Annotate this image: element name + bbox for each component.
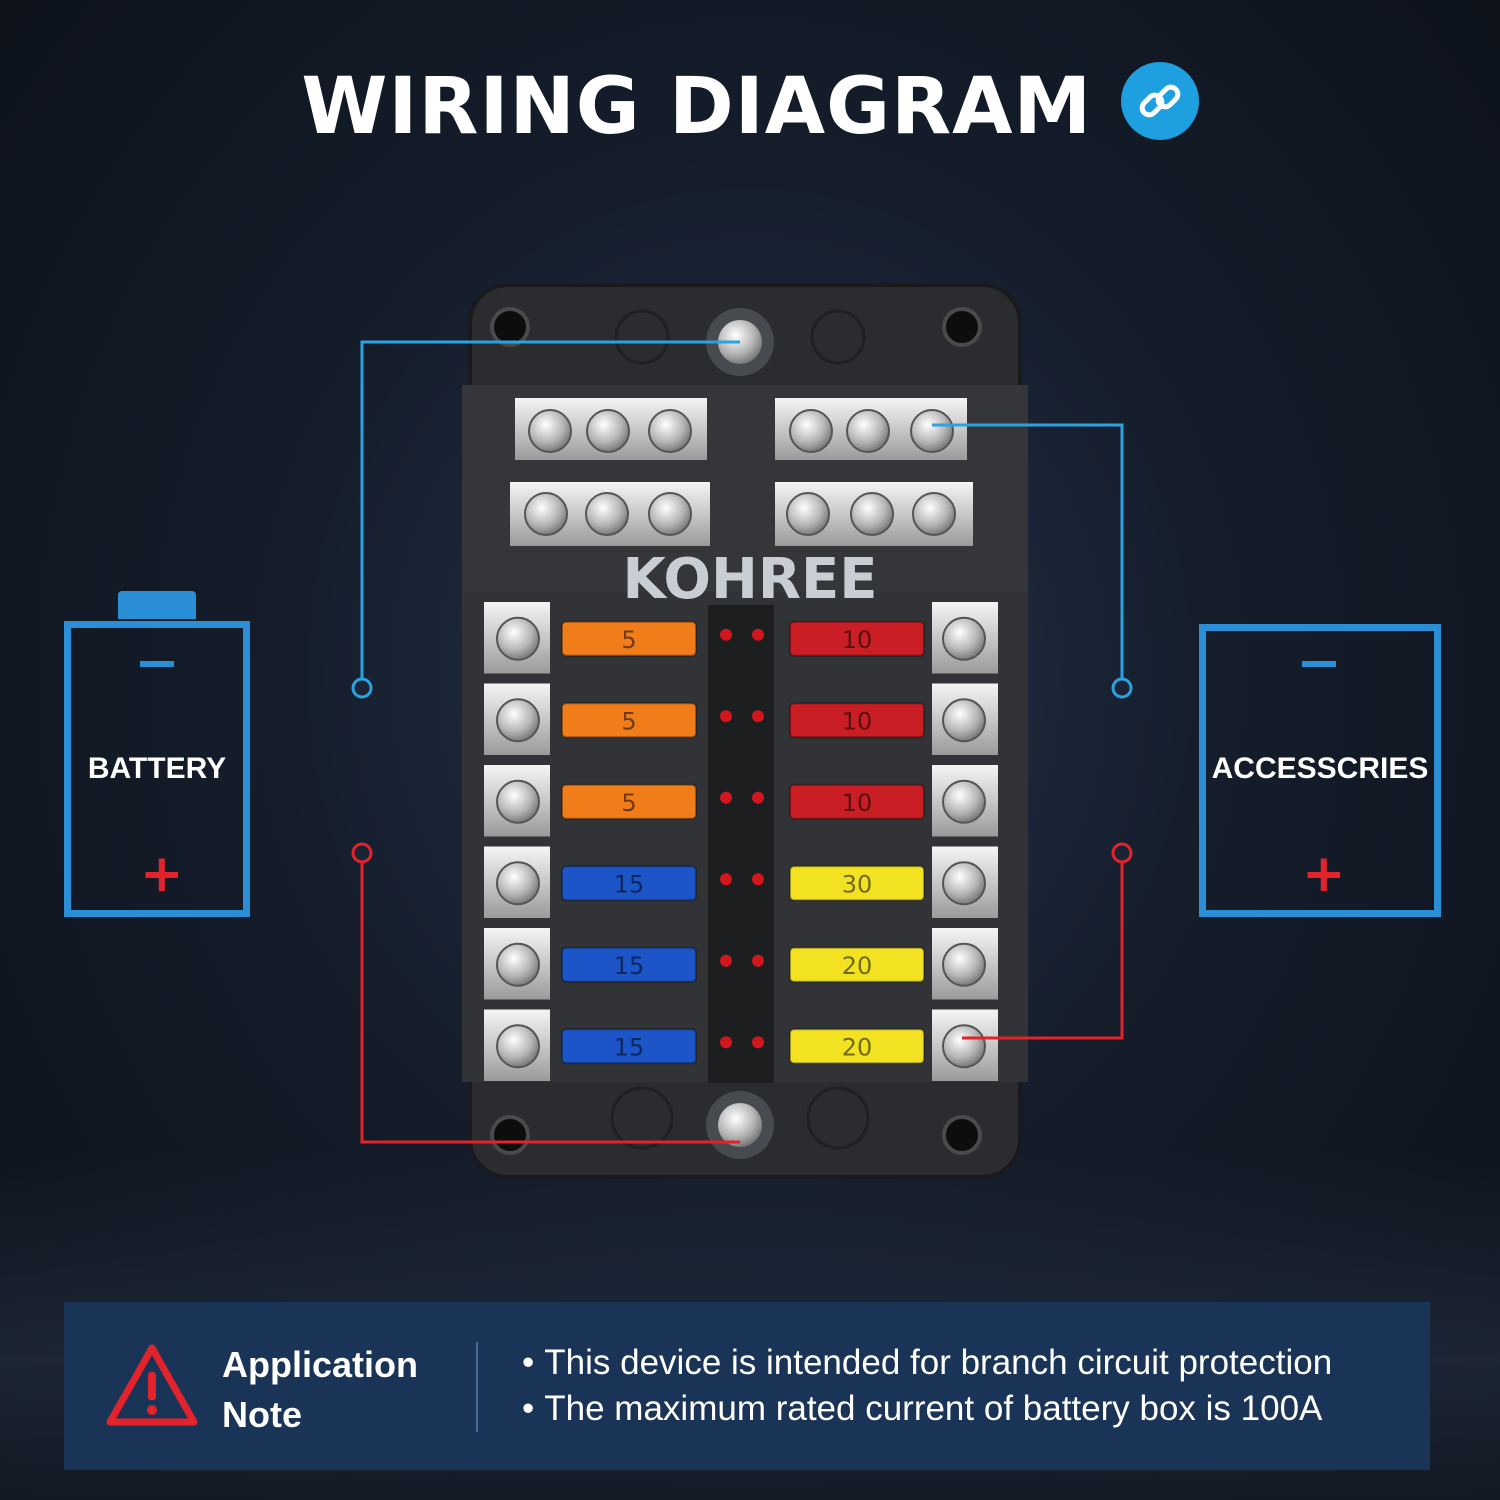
note-list: This device is intended for branch circu…	[522, 1340, 1332, 1432]
fuse-right	[789, 620, 925, 657]
link-icon[interactable]	[1120, 62, 1199, 140]
note-item: This device is intended for branch circu…	[522, 1340, 1332, 1386]
accessories-label: ACCESSCRIES	[1211, 752, 1429, 785]
terminal-screw	[496, 616, 540, 661]
application-note: Application Note This device is intended…	[64, 1302, 1430, 1470]
accessories-plus-sign: +	[1302, 844, 1346, 904]
fuse-right	[789, 865, 925, 902]
fuse-left	[561, 1028, 697, 1065]
battery-box	[64, 621, 250, 917]
led-indicator	[720, 1036, 732, 1049]
negative-wire-accessories	[932, 423, 1124, 688]
fuse-left	[561, 865, 697, 902]
led-indicator	[720, 791, 732, 804]
led-indicator	[720, 710, 732, 723]
led-indicator	[752, 710, 764, 723]
terminal-screw	[496, 779, 540, 824]
led-indicator	[752, 628, 764, 641]
fuse-rating-right: 20	[842, 952, 873, 980]
warning-icon	[106, 1344, 198, 1426]
led-indicator	[752, 1036, 764, 1049]
fuse-rating-left: 15	[614, 870, 645, 898]
note-item: The maximum rated current of battery box…	[522, 1386, 1332, 1432]
battery-label: BATTERY	[87, 752, 227, 785]
fuse-rating-left: 5	[621, 707, 636, 735]
positive-stud	[706, 1091, 774, 1159]
mounting-holes	[490, 307, 982, 1155]
accessories-box	[1199, 624, 1441, 917]
terminal-screw	[942, 616, 986, 661]
fuse-rating-left: 15	[614, 952, 645, 980]
positive-wire-battery	[360, 862, 740, 1144]
fuse-right	[789, 946, 925, 983]
battery-minus-sign	[140, 661, 174, 667]
terminal-screw	[496, 698, 540, 743]
positive-terminal-battery	[351, 842, 373, 864]
note-title-line1: Application	[222, 1344, 418, 1385]
terminal-screw	[496, 942, 540, 987]
terminal-screw	[942, 1024, 986, 1069]
terminal-screw	[496, 861, 540, 906]
led-indicator	[720, 628, 732, 641]
positive-wire-accessories	[962, 862, 1124, 1040]
negative-terminal-accessories	[1111, 677, 1133, 699]
led-indicator	[752, 873, 764, 886]
positive-terminal-accessories	[1111, 842, 1133, 864]
led-indicator	[720, 954, 732, 967]
note-title-line2: Note	[222, 1394, 302, 1435]
fuse-left	[561, 702, 697, 739]
terminal-screw	[942, 698, 986, 743]
terminal-screw	[942, 779, 986, 824]
battery-terminal-cap	[118, 591, 196, 619]
fuse-rating-left: 15	[614, 1033, 645, 1061]
fuse-rating-right: 10	[842, 626, 873, 654]
page-title: WIRING DIAGRAM	[301, 62, 1093, 152]
fuse-right	[789, 783, 925, 820]
terminal-screw	[942, 861, 986, 906]
note-divider	[476, 1342, 478, 1432]
fuse-rating-right: 10	[842, 789, 873, 817]
fuse-right	[789, 702, 925, 739]
brand-logo: KOHREE	[623, 547, 878, 612]
fuse-left	[561, 946, 697, 983]
negative-wire-battery	[360, 340, 740, 688]
note-title: Application Note	[222, 1340, 418, 1440]
fuse-left	[561, 783, 697, 820]
accessories-minus-sign	[1302, 661, 1336, 667]
fuse-rating-right: 10	[842, 707, 873, 735]
led-indicator	[752, 954, 764, 967]
terminal-screw	[942, 942, 986, 987]
terminal-screw	[496, 1024, 540, 1069]
header: WIRING DIAGRAM	[0, 62, 1500, 152]
fuse-rating-left: 5	[621, 789, 636, 817]
fuse-right	[789, 1028, 925, 1065]
negative-terminal-battery	[351, 677, 373, 699]
led-indicator	[720, 873, 732, 886]
battery-plus-sign: +	[140, 844, 184, 904]
fuse-rating-right: 30	[842, 870, 873, 898]
fuse-left	[561, 620, 697, 657]
led-indicator	[752, 791, 764, 804]
fuse-rating-left: 5	[621, 626, 636, 654]
fuse-rating-right: 20	[842, 1033, 873, 1061]
